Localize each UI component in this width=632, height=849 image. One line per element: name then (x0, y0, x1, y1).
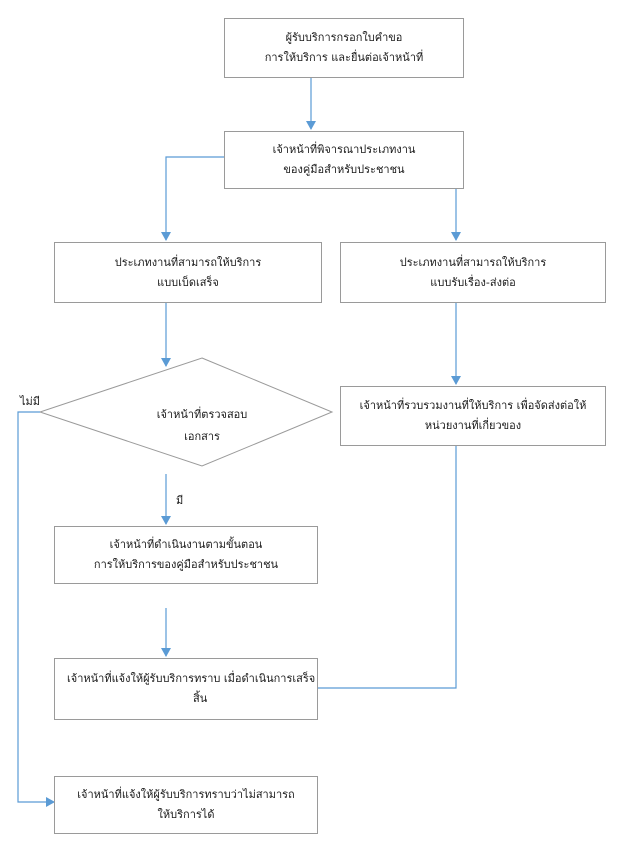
node-notify-cannot-serve: เจ้าหน้าที่แจ้งให้ผู้รับบริการทราบว่าไม่… (54, 776, 318, 834)
node-notify-completed-line2: สิ้น (193, 692, 208, 705)
node-forward-service-type-line2: แบบรับเรื่อง-ส่งต่อ (430, 275, 516, 289)
node-notify-completed: เจ้าหน้าที่แจ้งให้ผู้รับบริการทราบ เมื่อ… (54, 658, 318, 720)
node-consider-type: เจ้าหน้าที่พิจารณาประเภทงาน ของคู่มือสำห… (224, 131, 464, 189)
node-complete-service-type-line1: ประเภทงานที่สามารถให้บริการ (114, 255, 262, 269)
node-collect-and-forward-line2: หน่วยงานที่เกี่ยวของ (424, 419, 522, 432)
node-collect-and-forward-line1: เจ้าหน้าที่รวบรวมงานที่ให้บริการ เพื่อจั… (359, 399, 587, 412)
node-consider-type-line1: เจ้าหน้าที่พิจารณาประเภทงาน (272, 143, 416, 156)
node-check-documents-line1: เจ้าหน้าที่ตรวจสอบ (156, 408, 248, 421)
edge-label-no: ไม่มี (20, 395, 41, 408)
node-notify-cannot-serve-line1: เจ้าหน้าที่แจ้งให้ผู้รับบริการทราบว่าไม่… (77, 788, 295, 801)
node-forward-service-type-line1: ประเภทงานที่สามารถให้บริการ (399, 255, 547, 269)
node-notify-completed-line1: เจ้าหน้าที่แจ้งให้ผู้รับบริการทราบ เมื่อ… (67, 672, 316, 685)
node-process-steps: เจ้าหน้าที่ดำเนินงานตามขั้นตอน การให้บริ… (54, 526, 318, 584)
decision-diamond (38, 357, 334, 467)
node-submit-request-line2: การให้บริการ และยื่นต่อเจ้าหน้าที่ (264, 51, 424, 64)
node-notify-cannot-serve-line2: ให้บริการได้ (157, 808, 215, 821)
arrow-collect-to-notify-done (279, 446, 457, 693)
node-forward-service-type: ประเภทงานที่สามารถให้บริการ แบบรับเรื่อง… (340, 242, 606, 303)
arrow-check-no-to-notify-fail (17, 411, 55, 807)
node-check-documents-line2: เอกสาร (184, 430, 220, 443)
node-submit-request: ผู้รับบริการกรอกใบคำขอ การให้บริการ และย… (224, 18, 464, 78)
node-complete-service-type-line2: แบบเบ็ดเสร็จ (157, 275, 219, 289)
node-process-steps-line1: เจ้าหน้าที่ดำเนินงานตามขั้นตอน (109, 538, 263, 551)
node-consider-type-line2: ของคู่มือสำหรับประชาชน (283, 163, 405, 176)
edge-label-yes: มี (176, 494, 184, 507)
node-submit-request-line1: ผู้รับบริการกรอกใบคำขอ (285, 31, 403, 44)
node-collect-and-forward: เจ้าหน้าที่รวบรวมงานที่ให้บริการ เพื่อจั… (340, 386, 606, 446)
node-check-documents: เจ้าหน้าที่ตรวจสอบ เอกสาร (132, 404, 272, 448)
node-process-steps-line2: การให้บริการของคู่มือสำหรับประชาชน (93, 558, 279, 571)
arrow-consider-to-complete (161, 156, 224, 241)
node-complete-service-type: ประเภทงานที่สามารถให้บริการ แบบเบ็ดเสร็จ (54, 242, 322, 303)
